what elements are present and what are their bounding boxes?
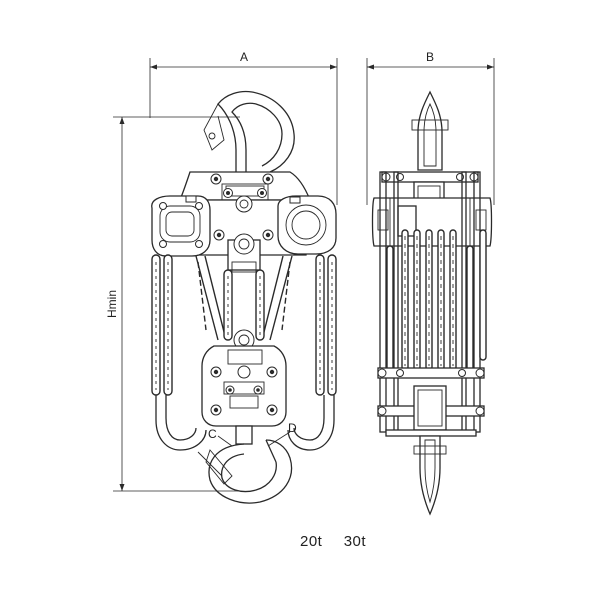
capacity-caption: 20t 30t — [300, 533, 366, 550]
dimension-b-label: B — [426, 50, 434, 64]
dimension-a: A — [149, 50, 338, 205]
top-hook — [203, 90, 295, 173]
dimension-hmin: Hmin — [105, 116, 240, 492]
right-wheel-housing — [277, 195, 337, 255]
load-chains — [195, 255, 293, 341]
left-hand-chain — [151, 254, 207, 451]
marker-d: D — [267, 421, 297, 447]
side-bottom-hook — [413, 435, 447, 516]
side-lower-frame — [377, 367, 485, 437]
dimension-a-label: A — [240, 50, 248, 64]
side-top-hook — [411, 90, 449, 171]
bottom-hook — [197, 425, 293, 504]
side-chains — [386, 229, 487, 375]
center-sheave-block — [227, 233, 261, 273]
left-gear-housing — [151, 195, 211, 257]
marker-c-label: C — [208, 427, 217, 441]
right-hand-chain — [287, 254, 337, 451]
side-view — [371, 90, 493, 516]
front-view: C D — [151, 90, 337, 504]
lower-block — [201, 329, 287, 427]
marker-d-label: D — [288, 421, 297, 435]
top-bolts — [210, 173, 274, 241]
capacity-20t: 20t — [300, 533, 323, 550]
dimension-hmin-label: Hmin — [105, 290, 119, 318]
marker-c: C — [208, 427, 233, 447]
dimension-b: B — [366, 50, 495, 205]
capacity-30t: 30t — [343, 533, 367, 550]
